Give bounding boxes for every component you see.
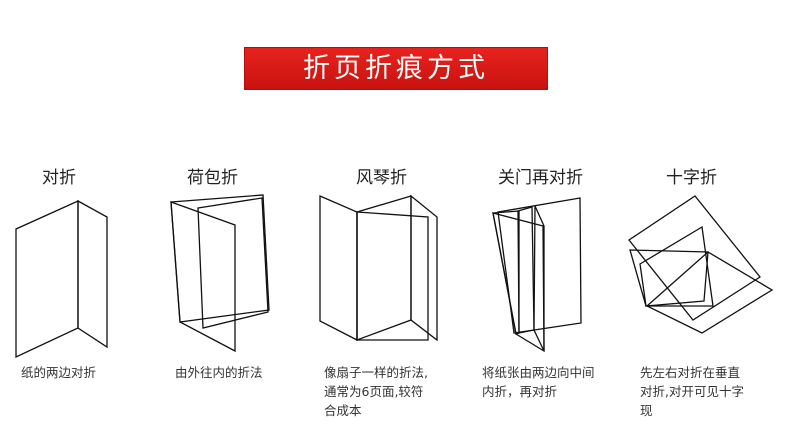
roll-fold-diagram-icon <box>170 194 270 353</box>
fold-title-accordion: 风琴折 <box>356 168 407 188</box>
title-banner: 折页折痕方式 <box>244 47 548 90</box>
page-title: 折页折痕方式 <box>303 53 489 84</box>
fold-desc-cross: 先左右对折在垂直 对折,对开可见十字 现 <box>640 365 744 418</box>
accordion-fold-diagram-icon <box>319 194 438 342</box>
fold-desc-half: 纸的两边对折 <box>21 365 97 380</box>
fold-title-cross: 十字折 <box>666 168 717 188</box>
fold-title-half: 对折 <box>42 168 76 188</box>
half-fold-diagram-icon <box>15 199 108 359</box>
fold-title-roll: 荷包折 <box>187 168 238 188</box>
cross-fold-diagram-icon <box>628 195 774 334</box>
fold-title-double-gate: 关门再对折 <box>498 168 583 188</box>
fold-desc-accordion: 像扇子一样的折法, 通常为6页面,较符 合成本 <box>324 365 428 418</box>
fold-desc-double-gate: 将纸张由两边向中间 内折，再对折 <box>482 365 595 399</box>
double-gate-fold-diagram-icon <box>492 197 582 353</box>
fold-desc-roll: 由外往内的折法 <box>175 365 263 380</box>
